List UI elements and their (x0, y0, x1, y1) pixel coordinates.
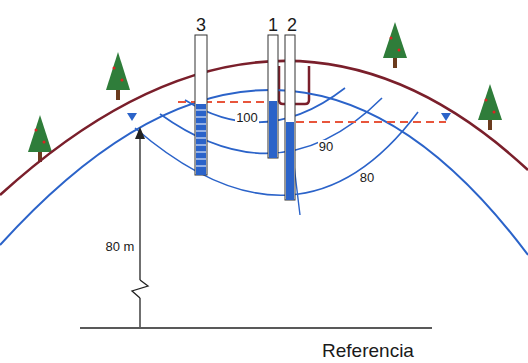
water-table-marker (441, 113, 451, 121)
ground-surface (0, 61, 528, 195)
piezometer-number: 3 (196, 16, 206, 34)
tree (106, 52, 130, 100)
piezometer-number: 1 (268, 16, 278, 34)
head-line (296, 121, 446, 123)
water-table (0, 90, 528, 255)
screen-hatch (196, 110, 206, 166)
head-line (178, 101, 278, 103)
water-column (196, 104, 206, 175)
tree (383, 22, 407, 68)
piezometer (268, 35, 278, 158)
reference-line (80, 327, 432, 328)
piezometer (285, 35, 295, 200)
piezometer (195, 35, 207, 175)
tree (478, 84, 502, 130)
head-value: 80 (359, 171, 375, 184)
arrow-head (135, 127, 145, 139)
water-table-marker (127, 113, 137, 121)
equipotential-line (185, 88, 345, 122)
elevation-arrow (132, 136, 148, 327)
head-value: 90 (318, 140, 334, 153)
elevation-label: 80 m (105, 240, 136, 253)
reference-label: Referencia (322, 341, 414, 360)
piezometer-number: 2 (287, 16, 297, 34)
water-column (286, 122, 294, 200)
head-value: 100 (235, 111, 259, 124)
water-column (269, 101, 277, 158)
